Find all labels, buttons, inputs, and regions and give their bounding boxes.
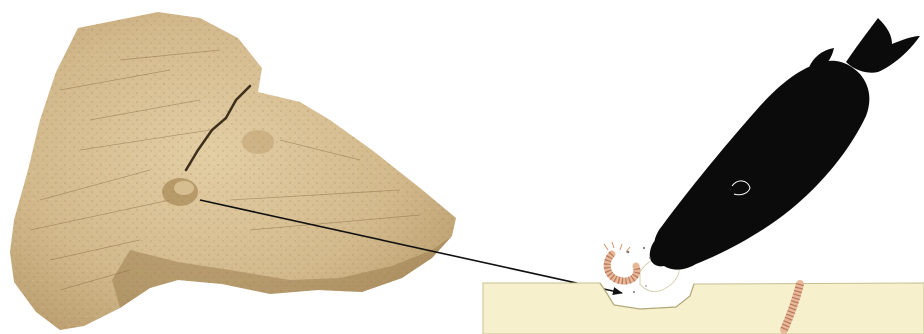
trace-fossil-pit-highlight [174,181,194,195]
worm-bristles [604,242,630,252]
sediment-layer [483,283,924,334]
fish-head [650,238,666,267]
fossil-panel [10,12,456,330]
slab-hollow [242,130,274,154]
fish-silhouette-icon [650,18,920,270]
reconstruction-panel [483,18,924,334]
fish-body [654,61,869,270]
fish-tail [846,18,920,73]
rock-slab-icon [10,12,456,330]
